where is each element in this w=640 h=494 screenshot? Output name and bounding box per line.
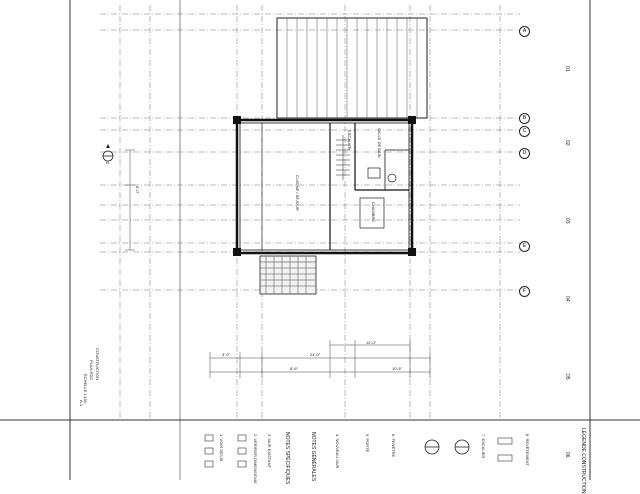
dimension-text: 8'-6" [290,366,298,371]
architectural-floor-plan [0,0,640,480]
row-label: 02 [564,140,570,146]
notes-header: LÉGENDE CONSTRUCTION [580,428,586,494]
room-label: SALLE DE BAIN [377,128,382,158]
north-arrow-icon [106,144,110,148]
notes-header: NOTES SPÉCIFIQUES [284,432,290,485]
detail-callouts [102,150,470,455]
grid-bubble: F [519,286,530,297]
wall-caps [233,116,416,256]
dimension-text: 6'-0" [135,186,140,194]
building-walls [235,118,414,255]
legend-symbols [204,434,513,468]
sheet-border [0,0,640,480]
grid-bubble: E [519,241,530,252]
grid-bubble: D [519,148,530,159]
dimension-text: 3'-0" [222,352,230,357]
title-line: PLAN RDC [89,360,94,381]
row-label: 03 [564,218,570,224]
room-label: CUISINE / SÉJOUR [295,175,300,211]
stair [336,135,350,180]
note-line: 7. ESCALIER [481,434,486,459]
row-label: 01 [564,66,570,72]
note-line: 2. VÉRIFIER DIMENSIONS [253,434,258,484]
dimension-text: 24'-0" [310,352,321,357]
room-label: CHAMBRE [371,202,376,223]
row-label: 04 [564,296,570,302]
row-label: 05 [564,374,570,380]
grid-bubble: B [519,113,530,124]
title-line: CONSTRUCTION [95,348,100,381]
sheet-id: A-1 [79,400,84,407]
north-label: N [106,160,109,165]
note-line: 1. VOIR DEVIS [219,434,224,462]
note-line: 3. MUR EXISTANT [267,434,272,468]
title-line: ÉCHELLE 1:100 [83,374,88,404]
bathroom-fixtures [359,167,397,229]
note-line: 5. PORTE [365,434,370,453]
entrance-steps [259,255,317,295]
room-label: ESCALIER [347,130,352,150]
dimension-text: 12'-0" [366,340,377,345]
note-line: 4. NOUVEAU MUR [335,434,340,469]
deck-area [276,17,428,119]
north-arrow: N [103,144,113,165]
note-line: 8. REVÊTEMENT [525,434,530,466]
grid-bubble: C [519,126,530,137]
notes-header: NOTES GÉNÉRALES [310,432,316,482]
dimension-lines [125,149,431,378]
dimension-text: 10'-6" [392,366,403,371]
note-line: 6. FENÊTRE [391,434,396,458]
row-label: 06 [564,452,570,458]
grid-bubble: A [519,26,530,37]
